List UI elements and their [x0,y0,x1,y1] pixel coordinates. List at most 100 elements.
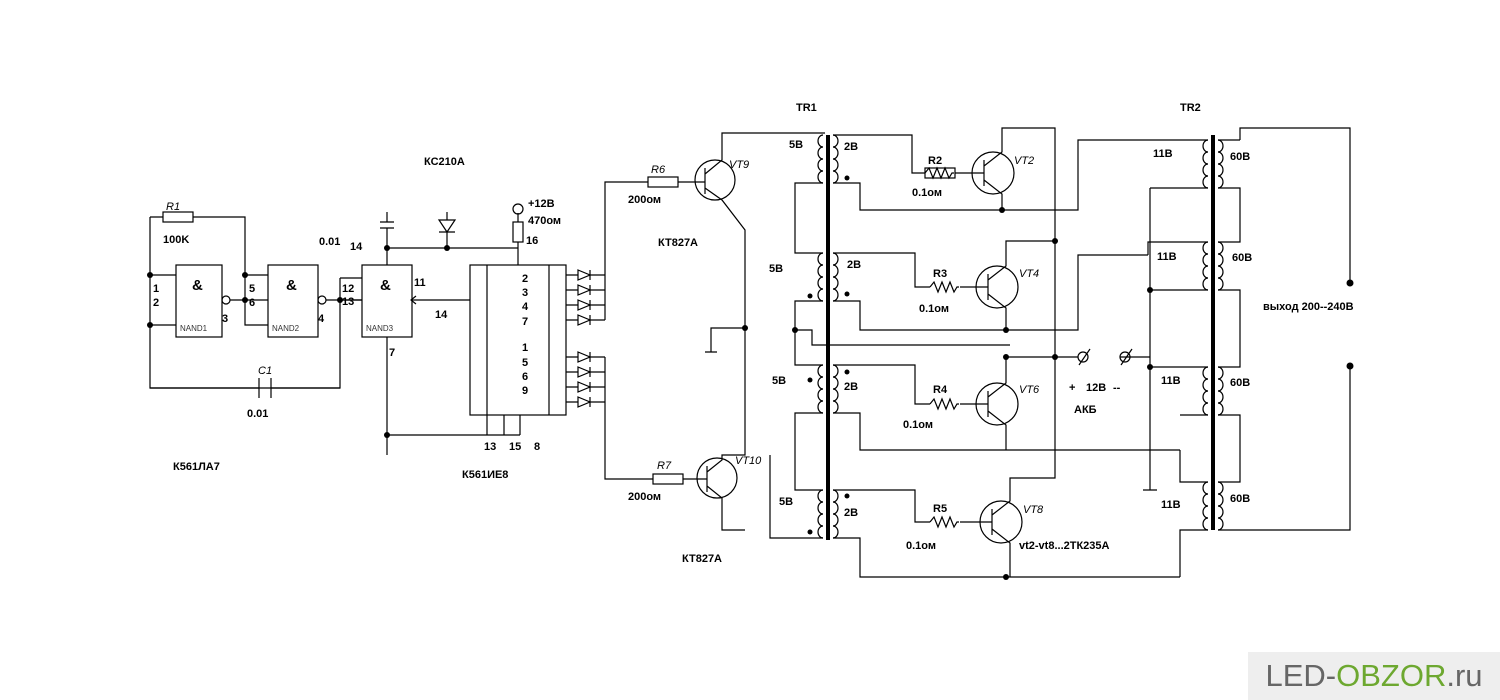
tr2-primary-coil [1202,139,1209,189]
pin-14b: 14 [435,309,448,321]
junction [1147,364,1153,370]
junction [1147,287,1153,293]
tr2-secondary-coil [1217,241,1224,291]
junction [147,322,153,328]
site-watermark: LED-OBZOR.ru [1248,652,1500,700]
battery-label: АКБ [1074,404,1097,416]
tr2-primary-volt: 11В [1161,499,1181,511]
pin-6: 6 [249,297,255,309]
watermark-part3: .ru [1446,658,1483,693]
vt9-wire [697,132,825,340]
tr2-secondary-coil [1217,481,1224,531]
r5-label: R5 [933,503,947,515]
pin-2: 2 [153,297,159,309]
polarity-dot [807,529,813,535]
tr1-primary-coil [817,489,824,539]
vt8-label: VT8 [1023,504,1044,516]
output-terminal [1346,362,1354,370]
tr1-primary-volt: 5В [769,263,783,275]
junction [147,272,153,278]
r2-label: R2 [928,155,942,167]
junction [999,207,1005,213]
vt10-label: VT10 [735,455,762,467]
vt2-label: VT2 [1014,155,1034,167]
decoupling-cap [380,212,394,229]
center-tap-wire [795,329,1010,346]
tr1-primary-coil [817,134,824,184]
r6-wire [604,181,697,275]
pin-15: 15 [509,441,521,453]
pin-5: 5 [249,283,255,295]
tr1-secondary-coil [832,364,839,414]
pin-8: 8 [534,441,540,453]
output-terminal [1346,279,1354,287]
tr2-secondary-volt: 60В [1230,493,1250,505]
nand2-label: NAND2 [272,324,300,333]
pin-3: 3 [222,313,228,325]
cap-value: 0.01 [319,236,340,248]
vt4-leads [975,240,1055,330]
vt6-leads [975,356,1055,450]
tr2-primary-volt: 11В [1157,251,1177,263]
tr2-secondary-coil [1217,139,1224,189]
pin-13: 13 [342,296,354,308]
tr2-primary-volt: 11В [1161,375,1181,387]
out-pin: 1 [522,342,528,354]
vplus-terminal [512,203,524,215]
vt6-wire [833,364,1180,451]
r470-value: 470ом [528,215,561,227]
ic2-label: К561ИЕ8 [462,469,508,481]
r7-label: R7 [657,460,672,472]
watermark-part2: OBZOR [1336,658,1447,693]
battery-minus-terminal [1119,351,1131,363]
pin-14a: 14 [350,241,363,253]
zener-diode [437,219,457,234]
tr1-label: TR1 [796,102,817,114]
junction [1003,327,1009,333]
nand1-symbol: & [192,277,203,294]
battery-voltage: 12В [1086,382,1106,394]
polarity-dot [844,493,850,499]
out-pin: 9 [522,385,528,397]
out-pin: 3 [522,287,528,299]
r2-resistor [924,166,954,180]
tr2-secondary-volt: 60В [1230,151,1250,163]
tr1-secondary-coil [832,252,839,302]
battery-plus-terminal [1077,351,1089,363]
c1-capacitor [258,378,272,398]
kt10-label: КТ827А [682,553,722,565]
tr1-primary-volt: 5В [772,375,786,387]
kt9-label: КТ827А [658,237,698,249]
c1-label: C1 [258,365,272,377]
tr2-label: TR2 [1180,102,1201,114]
counter-ic-inner [486,265,550,415]
vt4-label: VT4 [1019,268,1039,280]
vt2-wire [833,134,1180,211]
r6-value: 200ом [628,194,661,206]
r470-resistor [512,221,524,243]
r6-resistor [647,176,679,188]
r6-label: R6 [651,164,666,176]
r3-value: 0.1ом [919,303,949,315]
junction [1003,354,1009,360]
vt4-wire [833,252,1148,331]
driver-stage: R6 200ом VT9 КТ827А R7 200ом VT10 КТ827А [604,132,825,565]
out-pin: 7 [522,316,528,328]
vplus-label: +12В [528,198,555,210]
out-pin: 5 [522,357,528,369]
r2-value: 0.1ом [912,187,942,199]
vt6-label: VT6 [1019,384,1040,396]
nand1-bubble [221,295,231,305]
battery-minus: -- [1113,382,1121,394]
nand2-symbol: & [286,277,297,294]
r1-resistor [162,211,194,223]
output-wire [1218,127,1351,531]
pin-16: 16 [526,235,538,247]
r7-resistor [652,473,684,485]
tr1-secondary-volt: 2В [847,259,861,271]
counter-section: КС210А 0.01 14 +12В 470ом 16 11 14 7 2 3… [319,156,606,481]
tr1-secondary-volt: 2В [844,141,858,153]
out-pin: 6 [522,371,528,383]
junction [337,297,343,303]
